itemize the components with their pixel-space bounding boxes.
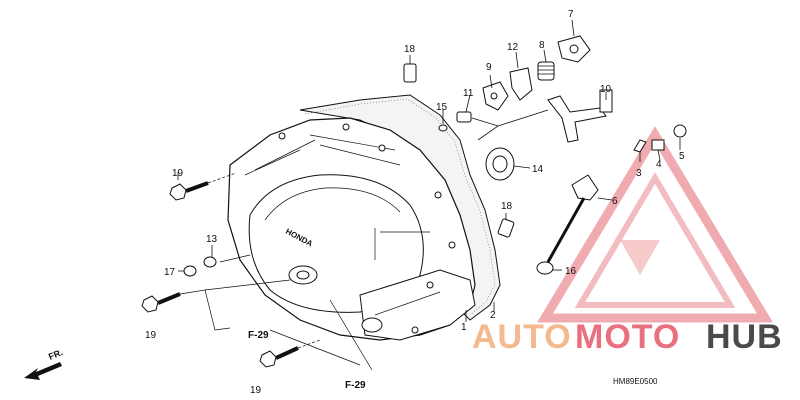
watermark-auto: AUTO	[472, 318, 572, 356]
callout-2: 2	[490, 310, 496, 321]
callout-labels: 1 2 3 4 5 6 7 8 9 10 11 12 13 14 15 16 1…	[145, 9, 685, 396]
watermark-text: AUTO MOTO HUB	[472, 318, 783, 356]
callout-16: 16	[565, 266, 577, 277]
callout-19-bottom: 19	[250, 385, 262, 396]
front-arrow: FR.	[24, 347, 64, 380]
callout-19-top: 19	[172, 168, 184, 179]
callout-18-mid: 18	[501, 201, 513, 212]
callout-13: 13	[206, 234, 218, 245]
ref-f29-left: F-29	[248, 330, 269, 341]
callout-10: 10	[600, 84, 612, 95]
callout-15: 15	[436, 102, 448, 113]
callout-4: 4	[656, 159, 662, 170]
callout-3: 3	[636, 168, 642, 179]
callout-5: 5	[679, 151, 685, 162]
callout-7: 7	[568, 9, 574, 20]
crankcase-cover-part: HONDA	[227, 94, 501, 341]
front-arrow-label: FR.	[47, 347, 64, 362]
watermark-hub: HUB	[706, 318, 783, 356]
callout-1: 1	[461, 322, 467, 333]
callout-9: 9	[486, 62, 492, 73]
diagram-code: HM89E0500	[613, 377, 658, 386]
callout-8: 8	[539, 40, 545, 51]
callout-14: 14	[532, 164, 544, 175]
ref-f29-bottom: F-29	[345, 380, 366, 391]
callout-18-top: 18	[404, 44, 416, 55]
callout-6: 6	[612, 196, 618, 207]
watermark-logo	[537, 126, 773, 323]
callout-12: 12	[507, 42, 519, 53]
reference-labels: F-29 F-29	[248, 330, 366, 391]
watermark-moto: MOTO	[575, 318, 680, 356]
small-parts	[141, 35, 687, 368]
callout-17: 17	[164, 267, 176, 278]
leader-lines	[177, 19, 681, 371]
callout-19-mid: 19	[145, 330, 157, 341]
callout-11: 11	[463, 88, 474, 99]
